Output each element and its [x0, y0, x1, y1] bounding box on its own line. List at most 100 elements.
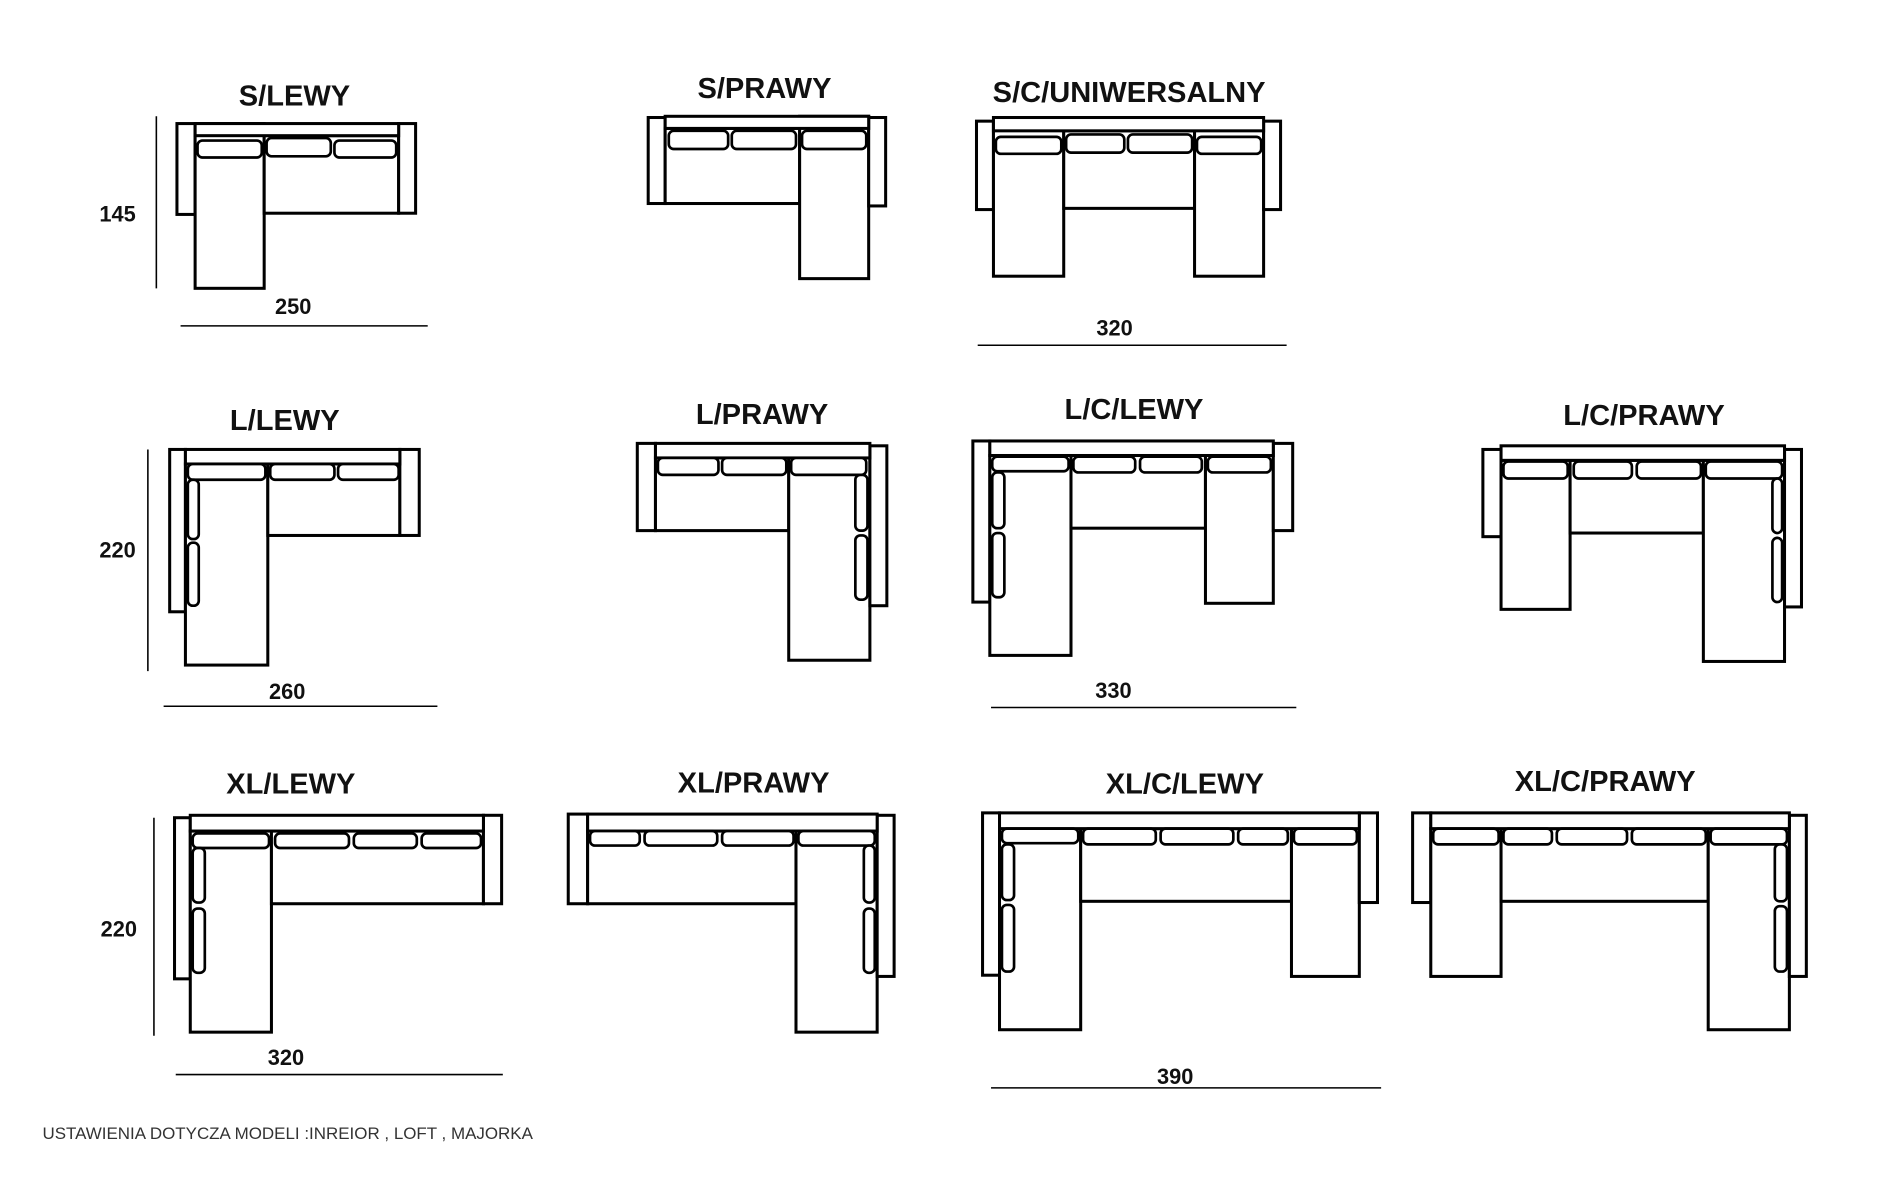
sofa-l-lewy-module [168, 447, 187, 614]
sofa-xl-prawy-module [566, 812, 590, 906]
sofa-xl-c-prawy-module [1787, 813, 1808, 978]
sofa-s-lewy-module [397, 122, 418, 215]
layout-title-xl-c-prawy: XL/C/PRAWY [1515, 766, 1696, 798]
sofa-xl-c-lewy-module [1289, 827, 1361, 978]
sofa-xl-c-prawy-cushion [1709, 827, 1789, 846]
sofa-xl-lewy-cushion [273, 832, 351, 850]
sofa-l-c-lewy-cushion [1072, 455, 1137, 474]
sofa-xl-c-prawy-cushion [1630, 827, 1708, 846]
sofa-xl-c-prawy-cushion [1773, 904, 1789, 973]
sofa-l-c-prawy-cushion [1572, 460, 1634, 480]
sofa-l-lewy-cushion [268, 462, 336, 482]
sofa-l-prawy-module [868, 444, 889, 608]
sofa-s-lewy-module [193, 122, 401, 138]
sofa-l-c-lewy-module [988, 439, 1275, 458]
sofa-l-c-prawy-cushion [1635, 460, 1703, 480]
sofa-s-prawy-module [646, 115, 667, 206]
sofa-l-prawy-cushion [720, 456, 788, 477]
sofa-xl-c-lewy-module [981, 811, 1002, 977]
sofa-xl-prawy-cushion [862, 907, 877, 975]
sofa-xl-c-lewy-module [1357, 811, 1379, 905]
sofa-s-c-uniwersalny-module [1262, 119, 1283, 212]
sofa-xl-prawy-module [875, 813, 896, 978]
layout-title-xl-lewy: XL/LEWY [226, 768, 355, 800]
sofa-l-c-prawy-cushion [1502, 460, 1570, 480]
sofa-xl-c-lewy-cushion [1236, 827, 1290, 846]
sofa-xl-c-lewy-module [998, 811, 1361, 831]
dimension-s-c-width: 320 [1096, 316, 1132, 341]
sofa-xl-prawy-cushion [797, 829, 877, 847]
sofa-xl-lewy-cushion [191, 832, 271, 850]
dimension-l-depth: 220 [99, 537, 135, 562]
sofa-l-c-lewy-module [1203, 453, 1275, 605]
sofa-l-c-lewy-cushion [990, 471, 1006, 530]
sofa-xl-lewy-cushion [191, 907, 207, 975]
sofa-xl-prawy-module [586, 812, 879, 833]
sofa-s-lewy-module [175, 122, 197, 216]
sofa-l-prawy-cushion [789, 456, 868, 477]
sofa-s-prawy-cushion [667, 129, 730, 151]
sofa-s-prawy-module [867, 115, 888, 208]
sofa-xl-lewy-cushion [352, 832, 419, 850]
dimension-xl-depth: 220 [101, 916, 137, 941]
sofa-xl-prawy-cushion [720, 829, 795, 847]
layout-title-l-c-prawy: L/C/PRAWY [1563, 400, 1724, 432]
layout-title-xl-prawy: XL/PRAWY [678, 767, 830, 799]
sofa-xl-c-lewy-cushion [1292, 827, 1359, 846]
sofa-s-c-uniwersalny-cushion [1064, 133, 1126, 154]
sofa-s-lewy-cushion [196, 139, 264, 159]
sofa-l-prawy-module [635, 441, 657, 533]
sofa-s-c-uniwersalny-cushion [1126, 133, 1194, 154]
sofa-xl-c-lewy-cushion [1000, 827, 1080, 845]
sofa-s-c-uniwersalny-module [974, 119, 995, 212]
footer-note: USTAWIENIA DOTYCZA MODELI :INREIOR , LOF… [42, 1124, 533, 1143]
sofa-l-lewy-cushion [186, 541, 201, 608]
sofa-s-c-uniwersalny-cushion [1195, 135, 1263, 156]
sofa-l-c-prawy-module [1783, 447, 1804, 609]
sofa-xl-c-prawy-module [1429, 827, 1503, 978]
sofa-s-prawy-cushion [730, 129, 798, 151]
sofa-l-c-lewy-module [1271, 441, 1295, 533]
sofa-l-lewy-module [398, 447, 421, 537]
sofa-s-c-uniwersalny-cushion [994, 135, 1063, 156]
sofa-l-c-prawy-module [1499, 458, 1572, 611]
sofa-xl-prawy-cushion [862, 844, 877, 904]
sofa-xl-c-lewy-cushion [1081, 827, 1158, 846]
sofa-l-lewy-cushion [336, 462, 400, 482]
sofa-xl-c-prawy-cushion [1773, 843, 1789, 903]
sofa-l-c-lewy-module [971, 439, 992, 604]
sofa-l-c-prawy-module [1481, 447, 1503, 539]
sofa-xl-prawy-cushion [643, 829, 719, 847]
sofa-l-lewy-cushion [186, 478, 201, 541]
sofa-xl-lewy-module [188, 813, 485, 833]
sofa-xl-lewy-cushion [420, 832, 483, 850]
sofa-xl-prawy-cushion [588, 829, 642, 847]
layout-title-s-prawy: S/PRAWY [697, 73, 831, 105]
sofa-s-prawy-cushion [800, 129, 868, 151]
sofa-s-c-uniwersalny-module [991, 115, 1266, 133]
sofa-s-lewy-cushion [333, 139, 398, 159]
sofa-l-prawy-cushion [854, 473, 869, 532]
sofa-xl-lewy-module [481, 813, 504, 906]
dimension-s-lewy-width: 250 [275, 294, 311, 319]
sofa-l-prawy-cushion [656, 456, 720, 477]
sofa-l-c-prawy-cushion [1704, 460, 1784, 480]
sofa-xl-lewy-cushion [191, 846, 207, 904]
sofa-l-prawy-cushion [854, 534, 869, 601]
sofa-xl-c-lewy-cushion [1000, 903, 1016, 973]
sofa-xl-c-prawy-cushion [1502, 827, 1554, 846]
sofa-xl-c-prawy-cushion [1555, 827, 1629, 846]
layout-title-l-c-lewy: L/C/LEWY [1065, 394, 1204, 426]
sofa-xl-c-lewy-cushion [1159, 827, 1235, 846]
sofa-xl-c-prawy-module [1411, 811, 1433, 905]
dimension-s-depth: 145 [99, 202, 135, 227]
dimension-xl-lewy-width: 320 [268, 1045, 304, 1070]
sofa-l-prawy-module [653, 441, 872, 460]
sofa-xl-c-prawy-cushion [1431, 827, 1500, 846]
layout-title-s-c-uniwersalny: S/C/UNIWERSALNY [993, 77, 1266, 109]
layout-title-l-prawy: L/PRAWY [696, 399, 828, 431]
sofa-xl-lewy-module [173, 816, 192, 981]
sofa-l-c-prawy-cushion [1771, 536, 1784, 604]
